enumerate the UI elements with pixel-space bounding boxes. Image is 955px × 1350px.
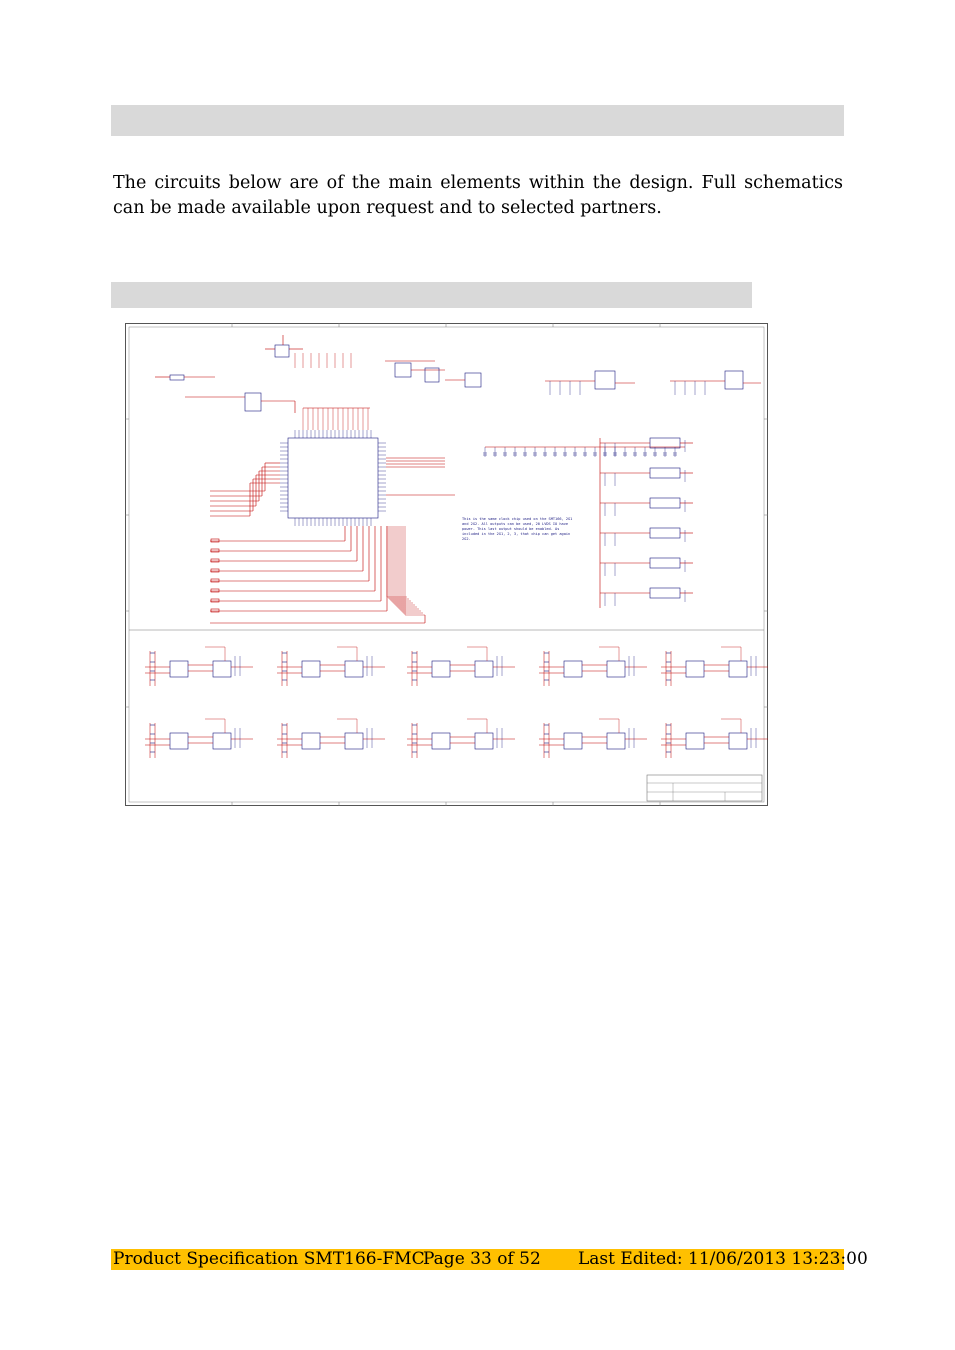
page-footer: Product Specification SMT166-FMC Page 33… <box>111 1249 868 1270</box>
footer-title: Product Specification SMT166-FMC <box>113 1249 425 1269</box>
intro-paragraph: The circuits below are of the main eleme… <box>113 173 843 218</box>
schematic-figure: This is the same clock chip used on the … <box>125 323 768 806</box>
footer-last-edited: Last Edited: 11/06/2013 13:23:00 <box>578 1249 868 1269</box>
section-heading-bar <box>111 105 844 136</box>
footer-page-number: Page 33 of 52 <box>423 1249 541 1269</box>
subsection-heading-bar <box>111 282 752 308</box>
schematic-note: This is the same clock chip used on the … <box>462 517 572 541</box>
schematic-drawing: This is the same clock chip used on the … <box>125 323 768 806</box>
